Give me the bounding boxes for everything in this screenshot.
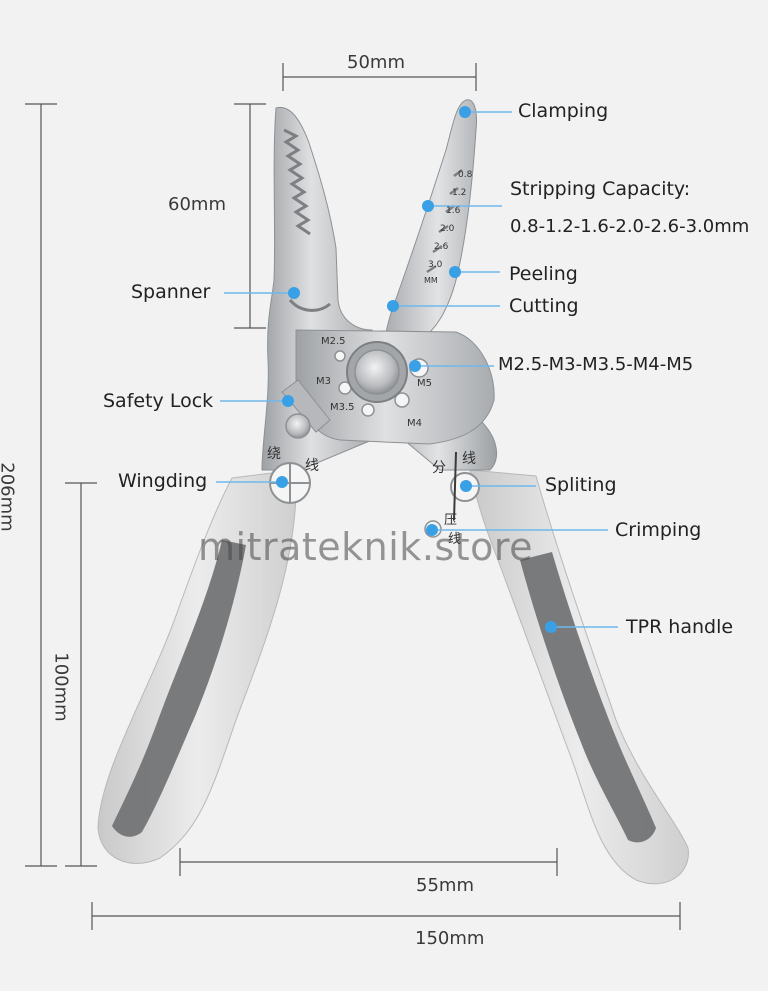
gauge-mark: 2.0	[440, 224, 455, 234]
jaw-length-label: 60mm	[168, 194, 226, 215]
watermark: mitrateknik.store	[198, 525, 534, 569]
callouts	[216, 106, 618, 633]
left-jaw	[261, 106, 373, 504]
peeling-label: Peeling	[509, 263, 578, 285]
stripping-values: 0.8-1.2-1.6-2.0-2.6-3.0mm	[510, 216, 750, 237]
cutting-marker-icon	[387, 300, 399, 312]
gauge-unit: MM	[424, 276, 438, 285]
wingding-label: Wingding	[118, 470, 208, 492]
safety-lock-knob	[285, 413, 311, 439]
gauge-mark: 3.0	[428, 260, 443, 270]
screw-sizes-label: M2.5-M3-M3.5-M4-M5	[498, 354, 694, 375]
tpr-handle-label: TPR handle	[626, 616, 734, 638]
gauge-mark: 1.6	[446, 206, 461, 216]
gauge-mark: 1.2	[452, 188, 466, 198]
wire-char: 线	[305, 458, 319, 474]
tool-markings: 0.8 1.2 1.6 2.0 2.6 3.0 MM M2.5 M3 M3.5 …	[267, 170, 476, 547]
safety-lock-label: Safety Lock	[103, 390, 214, 412]
hole-mark: M4	[407, 418, 422, 429]
gauge-mark: 2.6	[434, 242, 449, 252]
cutting-label: Cutting	[509, 295, 579, 317]
crimping-marker-icon	[426, 524, 438, 536]
hole-mark: M2.5	[321, 336, 346, 347]
crimp-char: 压	[444, 513, 457, 528]
wingding-marker-icon	[276, 476, 288, 488]
left-grip	[112, 540, 246, 837]
safety-lock-marker-icon	[282, 395, 294, 407]
clamping-label: Clamping	[518, 100, 609, 122]
wind-char: 绕	[267, 446, 281, 462]
spliting-label: Spliting	[545, 474, 617, 496]
hole-mark: M5	[417, 378, 432, 389]
total-width-label: 150mm	[415, 928, 485, 949]
total-length-label: 206mm	[0, 462, 18, 532]
handle-span-label: 55mm	[416, 875, 474, 896]
hole-mark: M3	[316, 376, 331, 387]
clamping-marker-icon	[459, 106, 471, 118]
spanner-label: Spanner	[131, 281, 211, 303]
tpr-handle-marker-icon	[545, 621, 557, 633]
hole-mark: M3.5	[330, 402, 355, 413]
screw-sizes-marker-icon	[409, 360, 421, 372]
stripping-marker-icon	[422, 200, 434, 212]
peeling-marker-icon	[449, 266, 461, 278]
jaw-width-label: 50mm	[347, 52, 405, 73]
spanner-marker-icon	[288, 287, 300, 299]
left-handle	[97, 469, 297, 864]
gauge-mark: 0.8	[458, 170, 473, 180]
wire-char: 线	[448, 532, 461, 547]
handle-length-label: 100mm	[50, 652, 72, 722]
center-plate	[281, 329, 495, 445]
dimension-lines	[25, 63, 681, 930]
crimping-label: Crimping	[615, 519, 702, 541]
spliting-marker-icon	[460, 480, 472, 492]
stripping-title: Stripping Capacity:	[510, 178, 691, 200]
wire-char: 线	[462, 451, 476, 467]
split-char: 分	[432, 460, 446, 476]
